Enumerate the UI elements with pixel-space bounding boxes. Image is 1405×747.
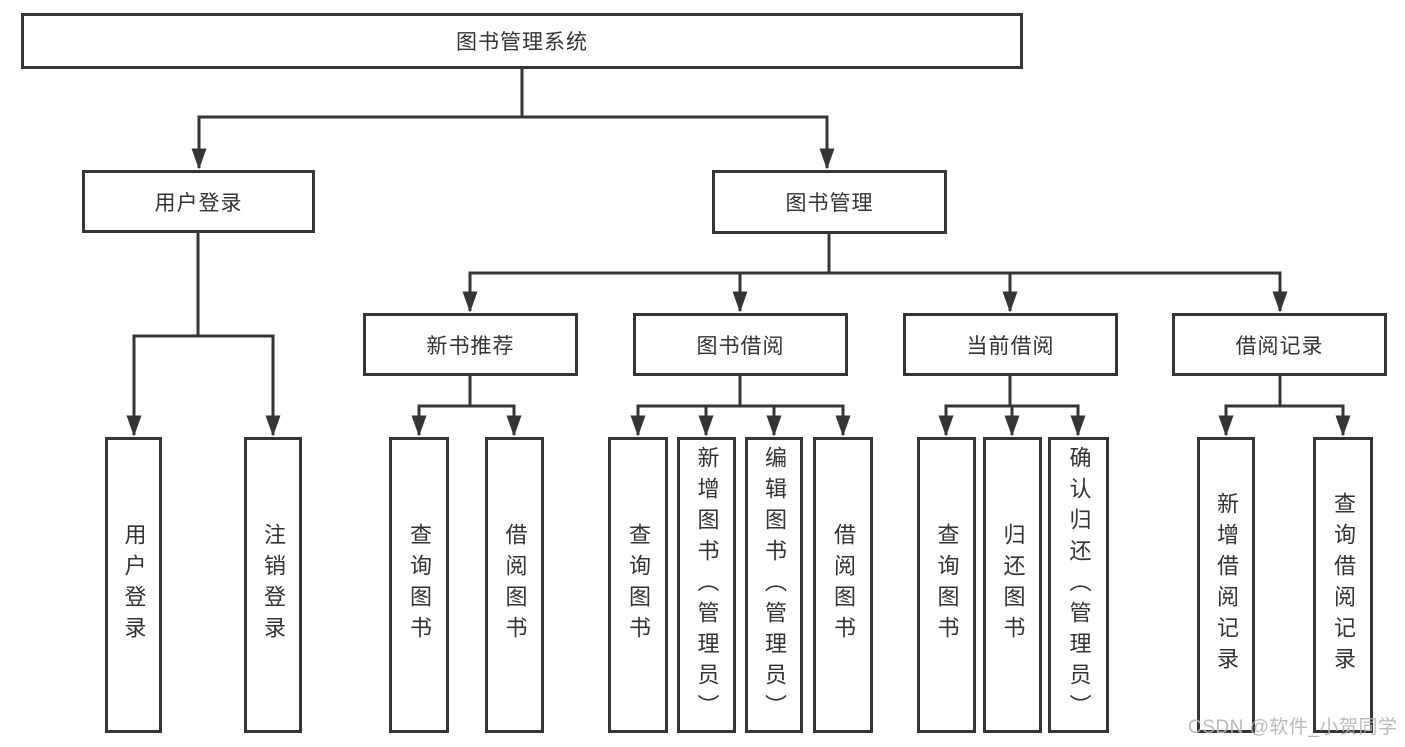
node-current-borrowing: 当前借阅 (903, 313, 1118, 376)
csdn-watermark: CSDN @软件_小贺同学 (1188, 717, 1398, 738)
node-leaf-edit-books-admin: 编辑图书（管理员） (745, 437, 803, 733)
node-leaf-query-books-2: 查询图书 (608, 437, 668, 733)
node-borrowing-records: 借阅记录 (1172, 313, 1387, 376)
node-leaf-add-books-admin: 新增图书（管理员） (677, 437, 736, 733)
node-new-book-recommendation: 新书推荐 (363, 313, 578, 376)
node-leaf-query-books-1: 查询图书 (389, 437, 449, 733)
node-leaf-borrow-books-1: 借阅图书 (485, 437, 544, 733)
node-leaf-confirm-return-admin: 确认归还（管理员） (1048, 437, 1109, 733)
node-leaf-query-borrow-record: 查询借阅记录 (1313, 437, 1373, 733)
node-leaf-logout: 注销登录 (244, 437, 302, 733)
node-leaf-add-borrow-record: 新增借阅记录 (1197, 437, 1255, 733)
node-leaf-query-books-3: 查询图书 (917, 437, 976, 733)
node-user-login: 用户登录 (82, 170, 315, 233)
node-book-management: 图书管理 (712, 170, 947, 234)
node-leaf-user-login: 用户登录 (105, 437, 162, 733)
node-leaf-borrow-books-2: 借阅图书 (813, 437, 873, 733)
node-leaf-return-books: 归还图书 (983, 437, 1042, 733)
node-book-borrowing: 图书借阅 (633, 313, 848, 376)
node-library-management-system: 图书管理系统 (21, 13, 1023, 69)
